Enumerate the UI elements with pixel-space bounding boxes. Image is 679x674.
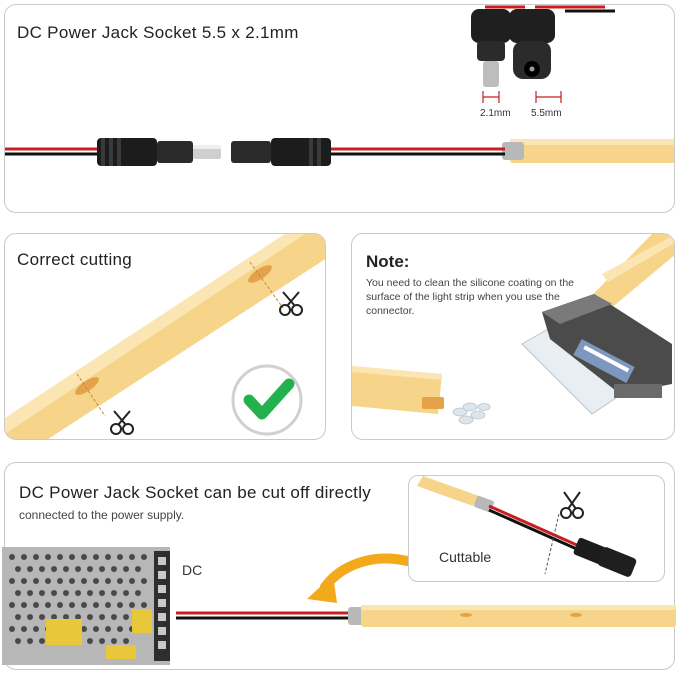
- male-jack: [97, 138, 221, 166]
- note-title: Note:: [366, 252, 410, 271]
- note-panel: Note: You need to clean the silicone coa…: [351, 233, 675, 440]
- cut-off-panel: DC Power Jack Socket can be cut off dire…: [2, 462, 676, 670]
- warning-label: [46, 619, 82, 645]
- scissors-icon: [560, 491, 584, 519]
- cuttable-illustration: [417, 476, 637, 577]
- cutting-illustration: [5, 234, 325, 439]
- dc-jack-panel: DC Power Jack Socket 5.5 x 2.1mm: [4, 4, 675, 213]
- cuttable-inset: Cuttable: [408, 475, 665, 582]
- panel-title: DC Power Jack Socket can be cut off dire…: [19, 483, 372, 502]
- connector-illustration: [352, 234, 674, 439]
- dc-label: DC: [182, 562, 203, 578]
- panel-title: Correct cutting: [17, 250, 133, 269]
- strip-endcap: [502, 142, 524, 160]
- note-body: You need to clean the silicone coating o…: [366, 277, 575, 317]
- curved-arrow-icon: [307, 553, 412, 603]
- correct-cutting-panel: Correct cutting: [4, 233, 326, 440]
- cut-mark: [75, 377, 99, 395]
- connector-clamp: [542, 294, 672, 394]
- scissors-icon: [279, 291, 303, 316]
- connector-closeup: [471, 5, 615, 87]
- female-jack: [231, 138, 331, 166]
- panel-subtitle: connected to the power supply.: [19, 508, 185, 522]
- power-supply: [2, 547, 170, 665]
- dim-outer-label: 5.5mm: [531, 108, 562, 119]
- dc-jack-illustration: [5, 5, 674, 166]
- supply-wire-strip: [176, 605, 676, 627]
- led-strip: [510, 139, 674, 163]
- check-icon: [231, 364, 303, 436]
- scissors-icon: [110, 410, 134, 435]
- cuttable-label: Cuttable: [439, 549, 492, 565]
- cut-mark: [248, 265, 272, 283]
- dim-inner-label: 2.1mm: [480, 108, 511, 119]
- panel-title: DC Power Jack Socket 5.5 x 2.1mm: [17, 23, 299, 42]
- dimension-markers: [482, 91, 562, 103]
